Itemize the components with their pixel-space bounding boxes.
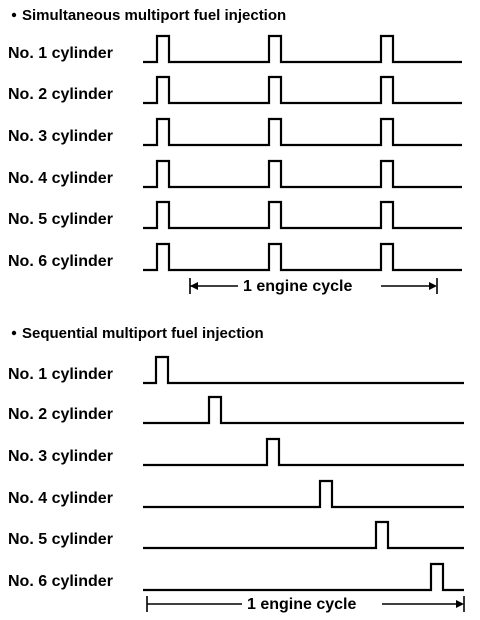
arrow-right-icon [456,600,464,608]
seq-waveform-1 [143,355,464,385]
sim-waveform-3 [143,117,462,147]
sim-cylinder-label-6: No. 6 cylinder [8,253,113,270]
seq-waveform-5 [143,520,464,550]
seq-waveform-4 [143,479,464,509]
seq-cylinder-label-6: No. 6 cylinder [8,573,113,590]
arrow-right-icon [429,282,437,290]
bullet-icon [11,12,17,18]
seq-waveform-2 [143,395,464,425]
simultaneous-title-text: Simultaneous multiport fuel injection [22,7,286,24]
bullet-icon [11,330,17,336]
sequential-title: Sequential multiport fuel injection [11,325,264,342]
sequential-cycle-label: 1 engine cycle [247,596,356,613]
sim-cylinder-label-5: No. 5 cylinder [8,211,113,228]
sim-cylinder-label-4: No. 4 cylinder [8,170,113,187]
seq-cylinder-label-5: No. 5 cylinder [8,531,113,548]
arrow-left-icon [190,282,198,290]
sim-waveform-2 [143,75,462,105]
seq-waveform-6 [143,562,464,592]
seq-waveform-3 [143,437,464,467]
seq-cylinder-label-3: No. 3 cylinder [8,448,113,465]
sim-waveform-5 [143,200,462,230]
seq-cylinder-label-2: No. 2 cylinder [8,406,113,423]
seq-cylinder-label-1: No. 1 cylinder [8,366,113,383]
sim-waveform-6 [143,242,462,272]
sim-cylinder-label-1: No. 1 cylinder [8,45,113,62]
simultaneous-cycle-label: 1 engine cycle [243,278,352,295]
sim-waveform-4 [143,159,462,189]
sequential-title-text: Sequential multiport fuel injection [22,325,264,342]
seq-cylinder-label-4: No. 4 cylinder [8,490,113,507]
sim-cylinder-label-3: No. 3 cylinder [8,128,113,145]
sim-cylinder-label-2: No. 2 cylinder [8,86,113,103]
sim-waveform-1 [143,34,462,64]
simultaneous-title: Simultaneous multiport fuel injection [11,7,286,24]
sequential-cycle-dimension: 1 engine cycle [146,596,465,613]
simultaneous-cycle-dimension: 1 engine cycle [189,278,438,295]
